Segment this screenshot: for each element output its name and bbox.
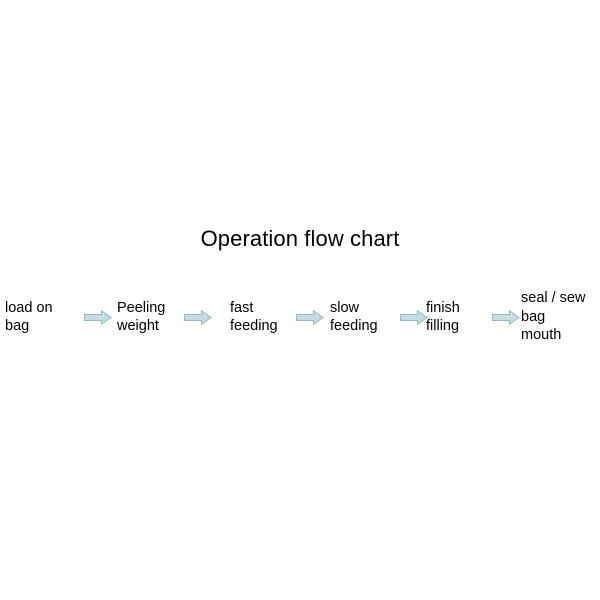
page-title: Operation flow chart xyxy=(200,226,400,251)
arrow-right-icon-3 xyxy=(296,282,325,352)
flow-step-slow-feeding[interactable]: slow feeding xyxy=(330,282,378,352)
arrow-right-icon-4 xyxy=(400,282,429,352)
flow-step-fast-feeding[interactable]: fast feeding xyxy=(230,282,278,352)
flow-step-peeling-weight[interactable]: Peeling weight xyxy=(117,282,165,352)
flow-step-label: Peeling weight xyxy=(117,299,166,335)
flow-step-label: finish filling xyxy=(426,299,460,335)
flow-step-seal-sew-bag-mouth[interactable]: seal / sew bag mouth xyxy=(521,282,585,352)
flow-step-finish-filling[interactable]: finish filling xyxy=(426,282,460,352)
process-flow: load on bag Peeling weight fast feeding xyxy=(0,282,600,352)
flow-step-label: slow feeding xyxy=(330,299,378,335)
arrow-right-icon-1 xyxy=(84,282,113,352)
flow-step-label: seal / sew bag mouth xyxy=(521,290,586,344)
flow-step-label: load on bag xyxy=(5,299,53,335)
flow-step-load-on-bag[interactable]: load on bag xyxy=(5,282,53,352)
flow-step-label: fast feeding xyxy=(230,299,278,335)
arrow-right-icon-5 xyxy=(492,282,521,352)
arrow-right-icon-2 xyxy=(184,282,213,352)
